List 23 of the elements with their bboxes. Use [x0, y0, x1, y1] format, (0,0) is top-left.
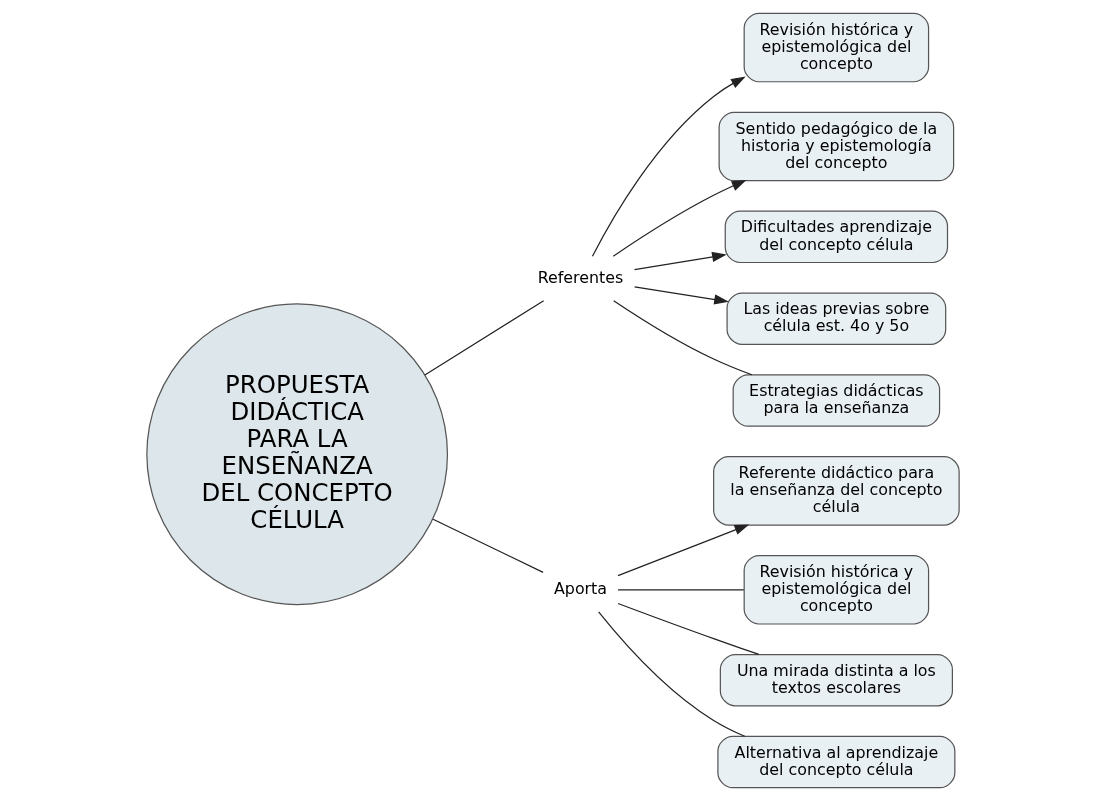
connector [597, 611, 745, 737]
arrow [633, 251, 727, 271]
node-box: Revisión histórica y epistemológica del concepto [743, 12, 929, 83]
connector [431, 518, 544, 573]
node-text: Aporta [553, 578, 607, 598]
node-text: Referentes [537, 267, 623, 287]
arrow [591, 76, 746, 257]
node-box: Una mirada distinta a los textos escolares [719, 653, 953, 707]
node-box: Alternativa al aprendizaje del concepto célula [716, 735, 955, 789]
node-circle: PROPUESTA DIDÁCTICA PARA LA ENSEÑANZA DEL CONCEPTO CÉLULA [145, 303, 448, 606]
arrow [633, 286, 729, 305]
node-box: Dificultades aprendizaje del concepto célula [724, 210, 948, 264]
arrow [612, 179, 746, 257]
arrow [616, 524, 749, 577]
connector [616, 602, 759, 656]
node-box: Estrategias didácticas para la enseñanza [732, 374, 940, 427]
node-box: Sentido pedagógico de la historia y epistemología del concepto [718, 111, 954, 182]
node-box: Revisión histórica y epistemológica del concepto [743, 555, 929, 625]
connector [423, 300, 544, 376]
connector [612, 300, 752, 376]
connector [616, 589, 744, 591]
node-box: Las ideas previas sobre célula est. 4o y 5o [725, 292, 946, 345]
node-box: Referente didáctico para la enseñanza del concepto célula [712, 456, 960, 526]
